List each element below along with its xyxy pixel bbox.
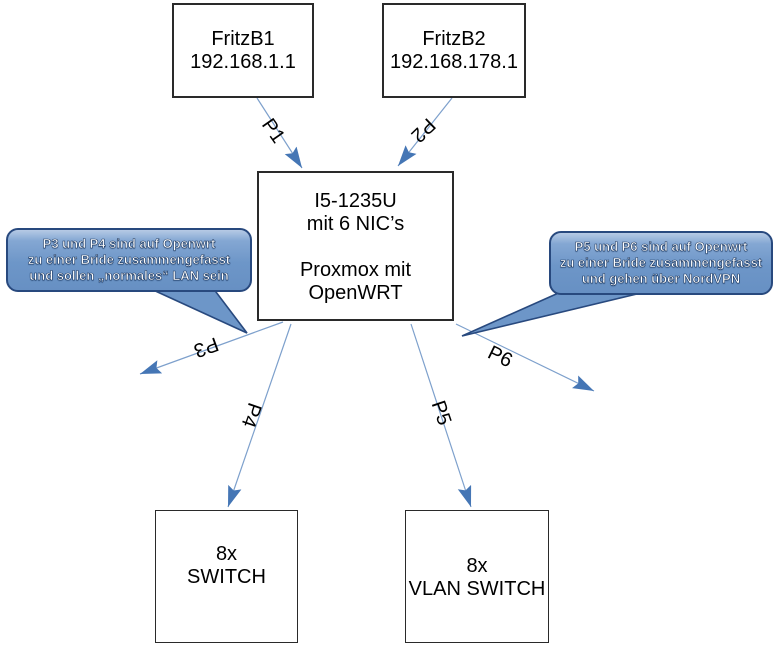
callout-right-tail xyxy=(461,290,642,337)
arrow-p1-line xyxy=(256,97,303,169)
node-fritzb2: FritzB2 192.168.178.1 xyxy=(382,3,526,98)
callout-lan-bridge-line2: zu einer Bride zusammengefasst xyxy=(27,252,231,268)
callout-lan-bridge-line3: und sollen „normales“ LAN sein xyxy=(29,268,229,284)
node-fritzb1: FritzB1 192.168.1.1 xyxy=(172,3,314,98)
node-fritzb2-name: FritzB2 xyxy=(422,27,486,50)
node-router-nics: mit 6 NIC’s xyxy=(306,213,405,235)
callout-lan-bridge-line1: P3 und P4 sind auf Openwrt xyxy=(42,236,216,252)
node-fritzb1-name: FritzB1 xyxy=(211,27,275,50)
callout-left-tail xyxy=(150,287,248,334)
node-router-cpu: I5-1235U xyxy=(314,190,397,212)
node-vlan-switch-count: 8x xyxy=(466,555,488,577)
callout-vpn-bridge-line1: P5 und P6 sind auf Openwrt xyxy=(574,239,748,255)
node-router-os2: OpenWRT xyxy=(308,282,403,304)
arrow-p4-line xyxy=(227,323,292,508)
arrow-p2-line xyxy=(397,97,453,167)
callout-vpn-bridge-line2: zu einer Bride zusammengefasst xyxy=(559,255,763,271)
callout-lan-bridge: P3 und P4 sind auf Openwrt zu einer Brid… xyxy=(6,228,252,292)
node-vlan-switch-name: VLAN SWITCH xyxy=(408,578,546,600)
callout-vpn-bridge: P5 und P6 sind auf Openwrt zu einer Brid… xyxy=(549,231,773,295)
node-switch-name: SWITCH xyxy=(187,566,266,588)
arrow-p5-line xyxy=(410,323,472,508)
node-fritzb1-ip: 192.168.1.1 xyxy=(190,50,296,73)
node-fritzb2-ip: 192.168.178.1 xyxy=(390,50,518,73)
callout-vpn-bridge-line3: und gehen über NordVPN xyxy=(581,271,741,287)
node-router: I5-1235U mit 6 NIC’s Proxmox mit OpenWRT xyxy=(257,171,454,321)
node-switch: 8x SWITCH xyxy=(155,510,298,643)
arrow-p6-line xyxy=(455,323,595,392)
node-switch-count: 8x xyxy=(215,543,238,565)
arrow-p3-line xyxy=(139,321,284,375)
node-router-os1: Proxmox mit xyxy=(299,259,412,281)
node-vlan-switch: 8x VLAN SWITCH xyxy=(405,510,549,643)
